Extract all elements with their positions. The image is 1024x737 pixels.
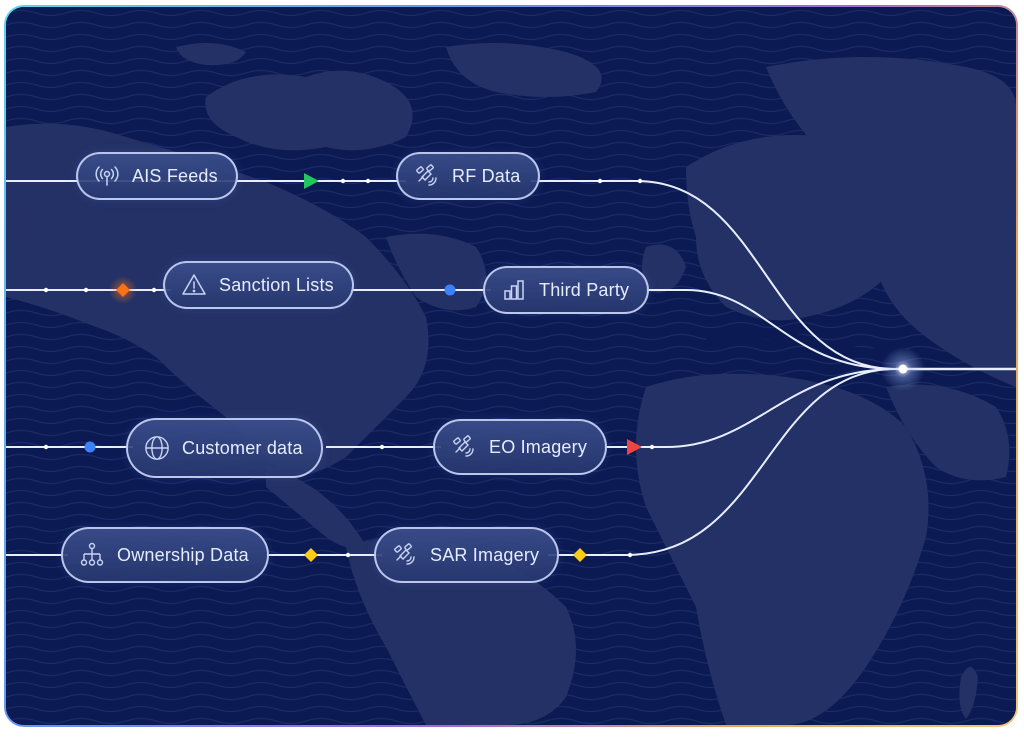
node-label: Third Party — [539, 279, 630, 300]
node-rf-data[interactable]: RF Data — [396, 152, 541, 200]
flow-lines — [6, 180, 1016, 556]
node-label: AIS Feeds — [132, 165, 218, 186]
node-label: Sanction Lists — [219, 274, 334, 295]
node-ownership-data[interactable]: Ownership Data — [61, 527, 269, 583]
yellow-diamond-marker — [304, 548, 318, 562]
card-border: AIS Feeds RF Data Sanction Lists Third P… — [4, 5, 1018, 727]
node-sanction-lists[interactable]: Sanction Lists — [163, 261, 354, 309]
sparkle-dots — [43, 178, 655, 558]
hierarchy-icon — [79, 542, 105, 568]
node-ais-feeds[interactable]: AIS Feeds — [76, 152, 238, 200]
node-label: EO Imagery — [489, 436, 588, 457]
world-map-background — [6, 7, 1016, 725]
red-arrow-marker — [627, 439, 642, 455]
green-arrow-marker — [304, 173, 319, 189]
node-label: Customer data — [182, 437, 303, 458]
antenna-signal-icon — [94, 163, 120, 189]
blue-dot-marker — [444, 284, 456, 296]
node-label: RF Data — [452, 165, 521, 186]
bar-chart-icon — [501, 277, 527, 303]
satellite-icon — [392, 542, 418, 568]
satellite-icon — [414, 163, 440, 189]
globe-icon — [144, 435, 170, 461]
diagram-card: AIS Feeds RF Data Sanction Lists Third P… — [6, 7, 1016, 725]
node-label: Ownership Data — [117, 544, 249, 565]
node-eo-imagery[interactable]: EO Imagery — [433, 419, 608, 475]
orange-diamond-marker — [116, 283, 130, 297]
convergence-node — [898, 364, 908, 374]
node-third-party[interactable]: Third Party — [483, 266, 650, 314]
satellite-icon — [451, 434, 477, 460]
blue-dot-marker — [84, 441, 96, 453]
node-label: SAR Imagery — [430, 544, 540, 565]
node-customer-data[interactable]: Customer data — [126, 418, 323, 478]
node-sar-imagery[interactable]: SAR Imagery — [374, 527, 560, 583]
warning-triangle-icon — [181, 272, 207, 298]
yellow-diamond-marker — [573, 548, 587, 562]
mediterranean — [705, 328, 907, 359]
